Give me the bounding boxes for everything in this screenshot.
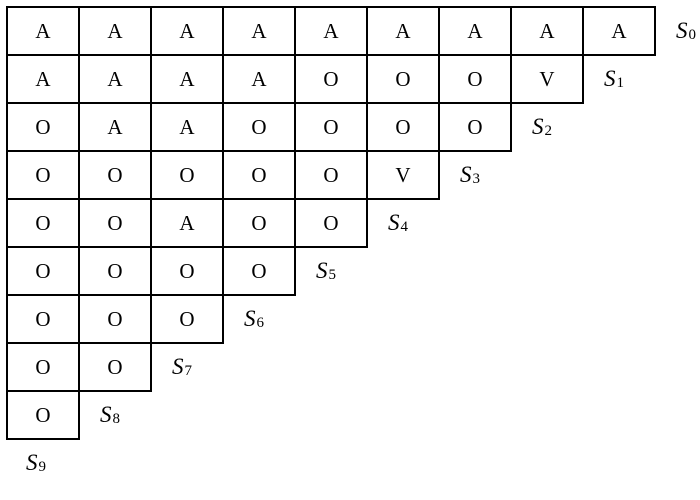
- row-label-subscript: 1: [616, 74, 625, 91]
- row-label-subscript: 0: [688, 26, 697, 43]
- grid-cell: O: [294, 198, 368, 248]
- grid-cell: O: [78, 150, 152, 200]
- grid-cell: O: [366, 102, 440, 152]
- row-label-subscript: 6: [256, 314, 265, 331]
- grid-cell: O: [438, 54, 512, 104]
- row-label-base: S: [532, 114, 544, 139]
- row-label-subscript: 4: [400, 218, 409, 235]
- grid-cell: O: [294, 102, 368, 152]
- grid-cell: O: [294, 150, 368, 200]
- row-label-base: S: [460, 162, 472, 187]
- grid-cell: A: [6, 6, 80, 56]
- row-label-base: S: [172, 354, 184, 379]
- grid-cell: O: [78, 294, 152, 344]
- row-label-base: S: [100, 402, 112, 427]
- grid-cell: O: [222, 198, 296, 248]
- grid-cell: A: [582, 6, 656, 56]
- grid-cell: O: [6, 342, 80, 392]
- row-label-subscript: 5: [328, 266, 337, 283]
- grid-cell: O: [294, 54, 368, 104]
- grid-cell: A: [222, 54, 296, 104]
- grid-cell: O: [222, 246, 296, 296]
- grid-cell: A: [150, 54, 224, 104]
- grid-cell: A: [438, 6, 512, 56]
- grid-cell: A: [222, 6, 296, 56]
- row-label-subscript: 7: [184, 362, 193, 379]
- row-label-base: S: [26, 450, 38, 475]
- grid-cell: O: [78, 198, 152, 248]
- grid-cell: O: [6, 246, 80, 296]
- grid-cell: A: [78, 6, 152, 56]
- grid-cell: O: [150, 294, 224, 344]
- grid-cell: O: [222, 150, 296, 200]
- grid-cell: A: [150, 102, 224, 152]
- grid-cell: V: [366, 150, 440, 200]
- grid-cell: O: [438, 102, 512, 152]
- grid-cell: O: [6, 390, 80, 440]
- grid-cell: O: [366, 54, 440, 104]
- grid-cell: O: [150, 150, 224, 200]
- grid-cell: O: [78, 246, 152, 296]
- grid-cell: O: [222, 102, 296, 152]
- grid-cell: A: [150, 6, 224, 56]
- row-label-base: S: [604, 66, 616, 91]
- grid-cell: O: [6, 294, 80, 344]
- row-label-base: S: [388, 210, 400, 235]
- grid-cell: O: [6, 102, 80, 152]
- row-label-subscript: 3: [472, 170, 481, 187]
- grid-cell: A: [366, 6, 440, 56]
- grid-cell: O: [6, 198, 80, 248]
- grid-cell: A: [6, 54, 80, 104]
- grid-cell: O: [150, 246, 224, 296]
- grid-cell: O: [78, 342, 152, 392]
- grid-cell: V: [510, 54, 584, 104]
- row-label-base: S: [244, 306, 256, 331]
- grid-cell: A: [510, 6, 584, 56]
- row-label-subscript: 9: [38, 458, 47, 475]
- grid-cell: A: [294, 6, 368, 56]
- grid-cell: A: [78, 102, 152, 152]
- grid-cell: A: [78, 54, 152, 104]
- row-label-base: S: [676, 18, 688, 43]
- grid-cell: A: [150, 198, 224, 248]
- grid-cell: O: [6, 150, 80, 200]
- row-label-base: S: [316, 258, 328, 283]
- row-label-subscript: 2: [544, 122, 553, 139]
- row-label-subscript: 8: [112, 410, 121, 427]
